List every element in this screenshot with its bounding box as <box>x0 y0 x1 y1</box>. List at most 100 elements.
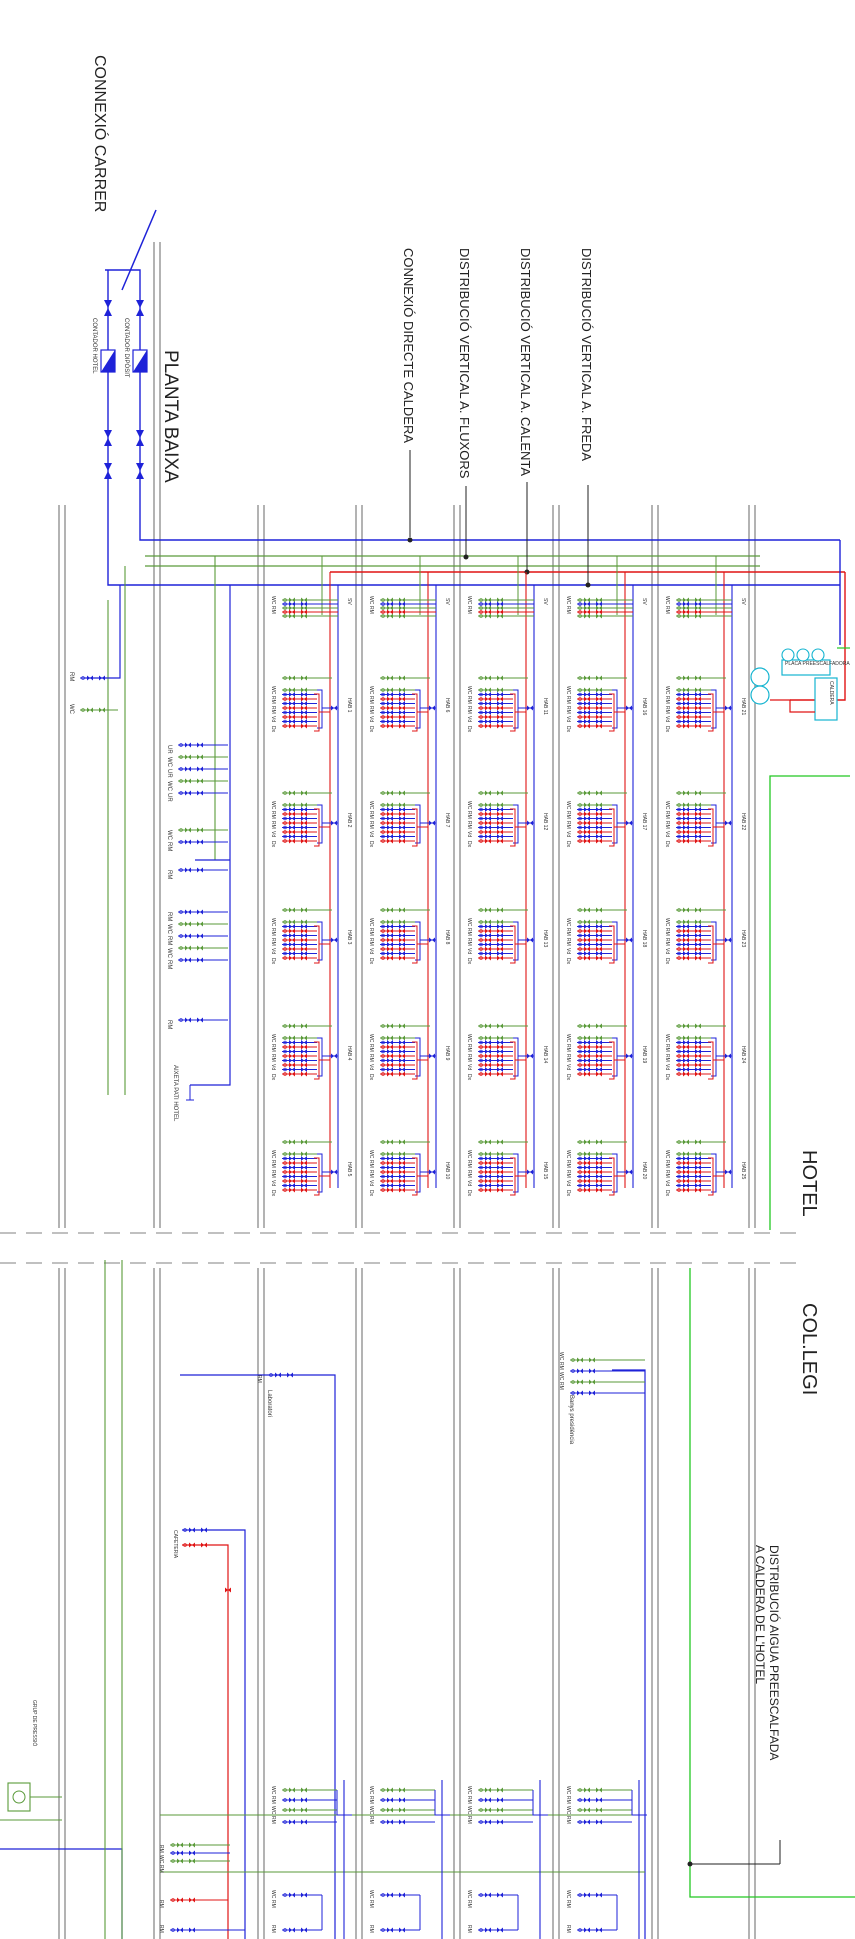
valve-right <box>402 802 405 808</box>
valve-right <box>304 1165 307 1170</box>
room-fixture-label: WC <box>565 801 571 810</box>
valve-right <box>402 687 405 693</box>
fixture-tap <box>381 1820 385 1824</box>
ground-label-rm-text: RM <box>68 672 74 681</box>
valve-right <box>304 1183 307 1188</box>
valve-right <box>292 933 295 938</box>
fixture-tap <box>479 1820 483 1824</box>
valve-right <box>292 1819 295 1825</box>
valve-left <box>683 829 686 835</box>
ground-g2-0: WC <box>166 830 172 841</box>
valve-right <box>192 1527 195 1533</box>
room-fixture-label-wrap: Vd <box>368 831 374 837</box>
valve-right <box>390 696 393 702</box>
valve-left <box>497 1187 500 1193</box>
valve-right <box>587 1165 590 1170</box>
valve-left <box>289 1165 292 1170</box>
valve-left <box>584 1178 587 1184</box>
college-lower-rm2-wrap: RM <box>368 1925 374 1933</box>
room-fixture-label-wrap: Dx <box>565 841 571 848</box>
valve-right <box>402 838 405 844</box>
valve-right <box>402 1151 405 1157</box>
valve-left <box>387 613 390 619</box>
valve-right <box>698 701 701 706</box>
room-fixture-label-wrap: RM <box>664 928 670 936</box>
valve-right <box>599 609 602 615</box>
valve-left <box>485 692 488 697</box>
college-label-rm-wrap: RM <box>368 1796 374 1804</box>
room-name: HAB 4 <box>346 1046 352 1061</box>
valve-right <box>698 951 701 956</box>
room-fixture-label-wrap: RM <box>565 938 571 946</box>
valve-right <box>402 1927 405 1933</box>
valve-right <box>587 687 590 693</box>
label-grup-pressio: GRUP DE PRESSIÓ <box>31 1700 38 1746</box>
room-fixture-label-wrap: RM <box>565 696 571 704</box>
valve-left <box>596 719 599 724</box>
valve-right <box>488 714 491 720</box>
valve-right <box>592 1379 595 1385</box>
room-fixture-label-wrap: WC <box>565 686 571 695</box>
valve-left <box>695 1169 698 1175</box>
valve-right <box>587 696 590 702</box>
fixture-tap <box>677 1140 681 1144</box>
valve-right <box>698 1053 701 1059</box>
fixture-tap <box>578 1170 582 1174</box>
valve-left <box>429 1053 432 1059</box>
valve-left <box>584 1892 587 1898</box>
valve-right <box>500 825 503 830</box>
valve-left <box>387 951 390 956</box>
valve-left <box>497 1183 500 1188</box>
valve-left <box>399 1165 402 1170</box>
valve-left <box>301 802 304 808</box>
valve-left <box>683 609 686 615</box>
sv-label-rm-wrap: RM <box>565 606 571 614</box>
fixture-tap <box>578 1063 582 1067</box>
room-fixture-label-wrap: RM <box>368 1044 374 1052</box>
fixture-tap <box>578 710 582 715</box>
valve-left <box>185 790 188 796</box>
valve-left <box>596 838 599 844</box>
valve-right <box>698 1174 701 1179</box>
fixture-tap <box>283 942 287 947</box>
valve-right <box>304 834 307 839</box>
valve-right <box>599 1892 602 1898</box>
valve-left <box>289 1053 292 1059</box>
valve-left <box>289 1058 292 1063</box>
room-fixture-label: Dx <box>368 958 374 965</box>
valve-left <box>429 937 432 943</box>
valve-left <box>387 1023 390 1029</box>
room-name-wrap: HAB 11 <box>542 698 548 715</box>
valve-right <box>530 1053 533 1059</box>
valve-right <box>686 687 689 693</box>
valve-right <box>599 1165 602 1170</box>
valve-right <box>292 825 295 830</box>
valve-right <box>698 1151 701 1157</box>
valve-right <box>290 1372 293 1378</box>
fixture-tap <box>479 947 483 951</box>
valve-left <box>301 1151 304 1157</box>
room-fixture-label-wrap: RM <box>466 696 472 704</box>
college-lower-rm-wrap: RM <box>466 1900 472 1908</box>
valve-right <box>599 1174 602 1179</box>
college-lower-rm-wrap: RM <box>368 1900 374 1908</box>
fixture-tap <box>283 724 287 728</box>
valve-left <box>683 701 686 706</box>
valve-right <box>488 919 491 925</box>
valve-right <box>402 1062 405 1068</box>
fixture-tap <box>171 1851 175 1855</box>
valve-left <box>695 1139 698 1145</box>
room-fixture-label: RM <box>664 696 670 704</box>
valve-right <box>599 692 602 697</box>
fixture-tap <box>179 934 183 938</box>
valve-left <box>596 1139 599 1145</box>
college-lower-rm2: RM <box>368 1925 374 1933</box>
fixture-tap <box>381 701 385 706</box>
valve-right <box>304 811 307 817</box>
valve-left <box>387 692 390 697</box>
valve-left <box>289 933 292 938</box>
valve-left <box>485 705 488 711</box>
college-banys-rm: RM <box>558 1362 564 1370</box>
